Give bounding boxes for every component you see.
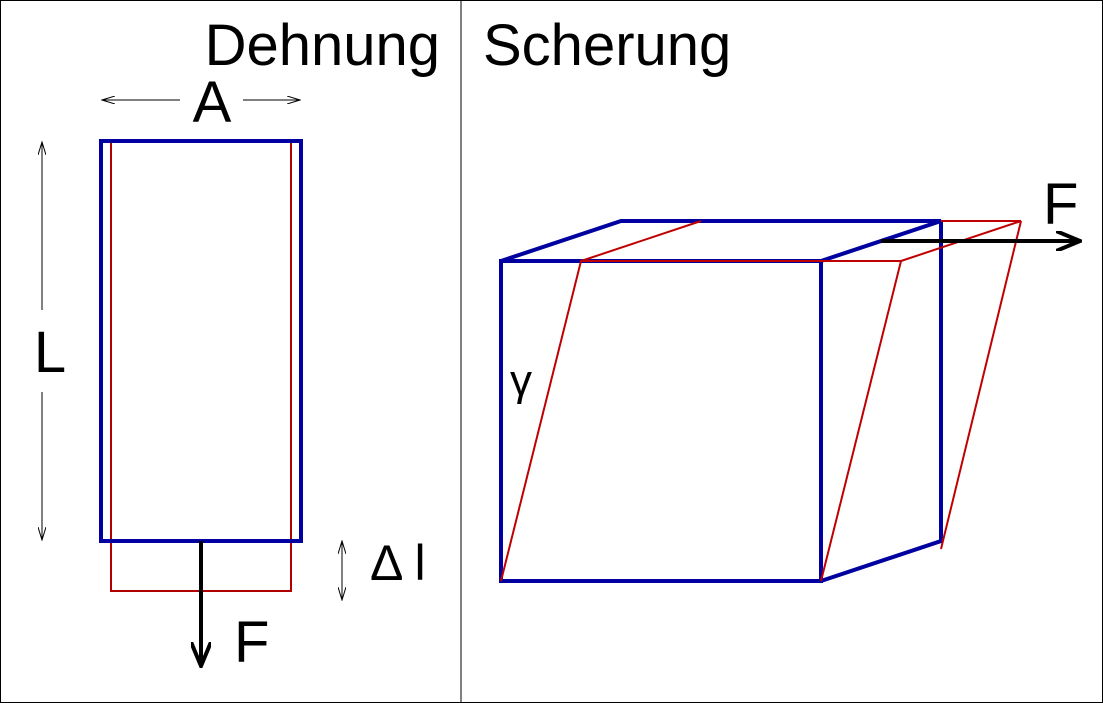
length-label: L [34,320,66,385]
sheared-top-edge [580,220,702,262]
force-label-shear: F [1043,172,1078,237]
area-label: A [193,70,232,135]
elongation-label: Δ l [370,535,426,591]
force-label-stretch: F [234,610,269,675]
sheared-cube [500,220,1022,582]
cube-side-face [820,221,943,583]
stretch-panel: Dehnung A L F Δ l [34,13,440,675]
sheared-side-edge [940,220,1022,550]
shear-angle-label: γ [510,356,532,405]
sheared-front-face [500,260,903,582]
shear-panel: Scherung F γ [483,13,1080,583]
shear-title: Scherung [483,13,731,78]
stretch-title: Dehnung [205,13,440,78]
